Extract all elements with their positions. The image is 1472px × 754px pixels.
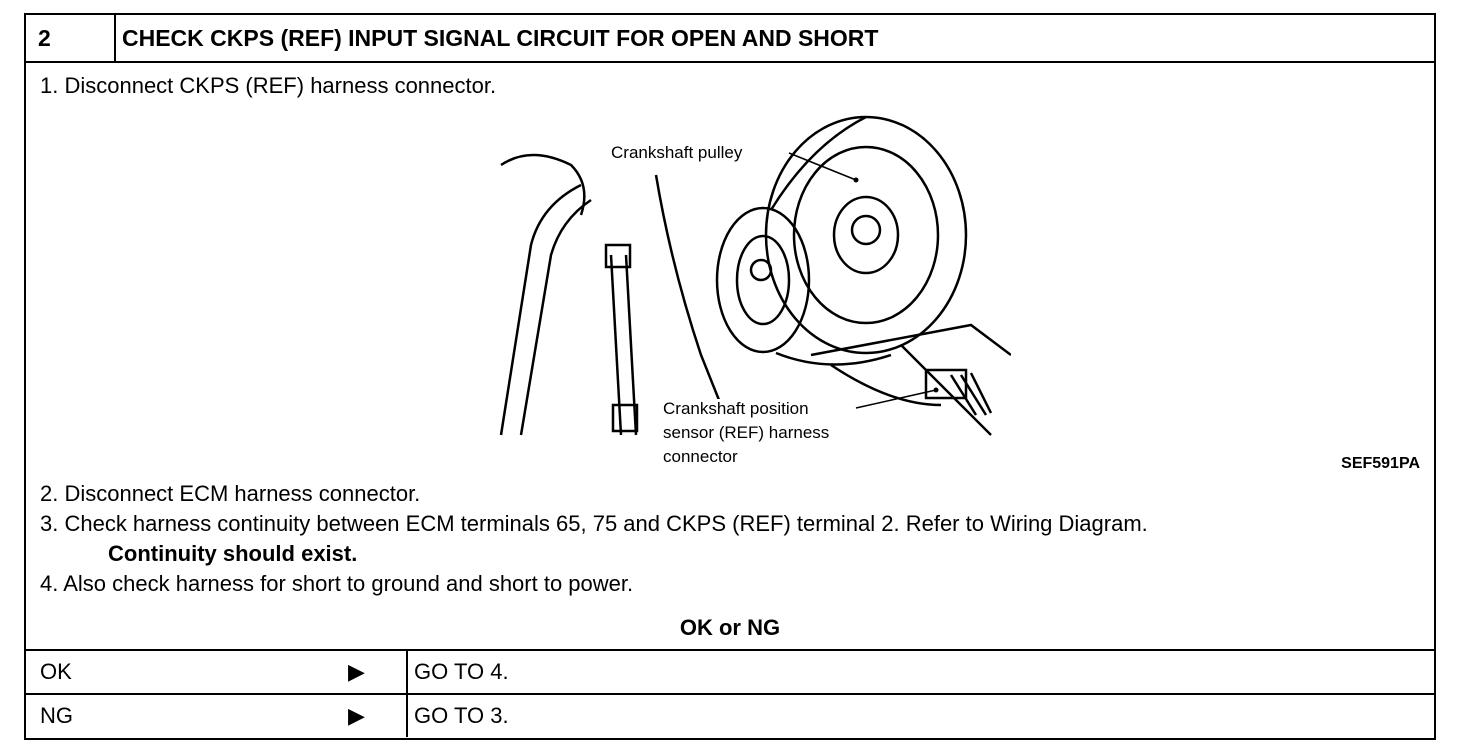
instruction-4: 4. Also check harness for short to groun… [40,571,634,596]
header-row: 2 CHECK CKPS (REF) INPUT SIGNAL CIRCUIT … [26,15,1434,63]
instruction-3-note: Continuity should exist. [108,541,358,566]
sensor-label-line2: sensor (REF) harness [661,423,832,443]
pulley-label: Crankshaft pulley [609,143,745,163]
figure-code: SEF591PA [1341,455,1420,472]
sensor-label-line1: Crankshaft position [661,399,811,419]
result-row-ok: OK ▶ GO TO 4. [26,649,1434,693]
result-action: GO TO 4. [414,659,509,684]
engine-drawing [499,115,1012,436]
result-action: GO TO 3. [414,703,509,728]
sensor-label-line3: connector [661,447,740,467]
crankshaft-illustration: Crankshaft pulley Crankshaft position se… [471,105,1012,467]
instruction-1: 1. Disconnect CKPS (REF) harness connect… [40,73,497,98]
result-label: OK [40,659,72,684]
instruction-3: 3. Check harness continuity between ECM … [40,511,1148,536]
result-heading: OK or NG [679,615,781,640]
instruction-2: 2. Disconnect ECM harness connector. [40,481,421,506]
result-row-ng: NG ▶ GO TO 3. [26,693,1434,737]
step-title: CHECK CKPS (REF) INPUT SIGNAL CIRCUIT FO… [122,25,879,51]
column-divider [406,695,408,737]
column-divider [406,651,408,693]
arrow-right-icon: ▶ [348,659,365,684]
result-label: NG [40,703,73,728]
arrow-right-icon: ▶ [348,703,365,728]
step-number: 2 [26,15,116,61]
procedure-table: 2 CHECK CKPS (REF) INPUT SIGNAL CIRCUIT … [24,13,1436,740]
